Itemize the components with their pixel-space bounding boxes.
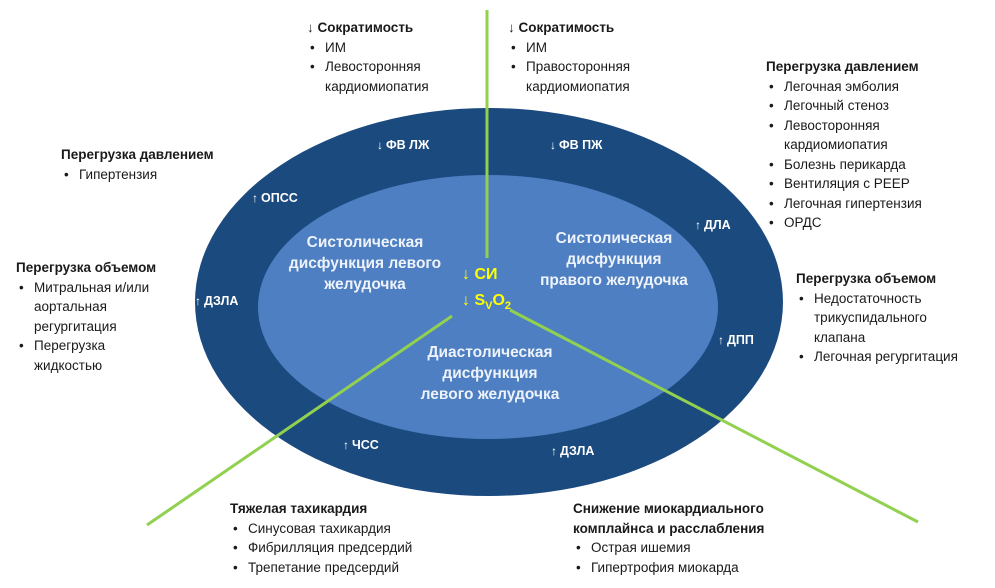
lv-systolic-line-2: дисфункция левого — [288, 255, 442, 272]
list-item: Левосторонняя кардиомиопатия — [307, 57, 482, 96]
list-item: ИМ — [307, 38, 482, 58]
list-item: ОРДС — [766, 213, 966, 233]
up-arrow-icon: ↑ — [195, 294, 201, 308]
svo2-s: S — [474, 292, 486, 309]
lv-diastolic-line-3: левого желудочка — [420, 386, 560, 403]
list-item: Легочная регургитация — [796, 347, 986, 367]
svo2-label: ↓ SVO2 — [462, 292, 511, 312]
pressure-overload-left-list: Гипертензия — [61, 165, 251, 185]
list-item: Правосторонняя кардиомиопатия — [508, 57, 683, 96]
opss-text: ОПСС — [261, 191, 298, 205]
down-arrow-icon: ↓ — [377, 138, 383, 152]
list-item: Гипертрофия миокарда — [573, 558, 798, 578]
up-arrow-icon: ↑ — [695, 218, 701, 232]
lv-diastolic-line-1: Диастолическая — [427, 344, 553, 361]
compliance-reduction-block: Снижение миокардиального комплайнса и ра… — [573, 499, 798, 577]
rv-systolic-line-1: Систолическая — [555, 230, 673, 247]
cardiac-index-text: СИ — [474, 266, 498, 283]
up-arrow-icon: ↑ — [718, 333, 724, 347]
down-arrow-icon: ↓ — [462, 266, 470, 283]
list-item: Вентиляция с PEEP — [766, 174, 966, 194]
list-item: Левосторонняя кардиомиопатия — [766, 116, 934, 155]
volume-overload-left-block: Перегрузка объемом Митральная и/или аорт… — [16, 258, 181, 375]
list-item: Фибрилляция предсердий — [230, 538, 450, 558]
list-item: Трепетание предсердий — [230, 558, 450, 578]
severe-tachycardia-block: Тяжелая тахикардия Синусовая тахикардия … — [230, 499, 450, 577]
divider-line-bottom-right — [509, 308, 919, 524]
contractility-left-title: ↓ Сократимость — [307, 18, 482, 38]
list-item: Синусовая тахикардия — [230, 519, 450, 539]
down-arrow-icon: ↓ — [550, 138, 556, 152]
up-arrow-icon: ↑ — [343, 438, 349, 452]
list-item: Гипертензия — [61, 165, 251, 185]
list-item: Митральная и/или аортальная регургитация — [16, 278, 164, 337]
contractility-right-title-text: Сократимость — [518, 20, 615, 35]
svo2-o: O — [492, 292, 505, 309]
up-arrow-icon: ↑ — [252, 191, 258, 205]
divider-line-bottom-left — [146, 314, 453, 527]
contractility-right-title: ↓ Сократимость — [508, 18, 683, 38]
list-item: Легочная эмболия — [766, 77, 966, 97]
dla-text: ДЛА — [704, 218, 731, 232]
list-item: Перегрузка жидкостью — [16, 336, 144, 375]
rv-ejection-fraction-label: ↓ФВ ПЖ — [550, 138, 602, 152]
svo2-subscript-2: 2 — [504, 300, 512, 313]
lv-systolic-line-3: желудочка — [324, 276, 406, 293]
rv-systolic-line-3: правого желудочка — [540, 272, 688, 289]
svo2-subscript-v: V — [485, 300, 493, 313]
pcwp-bottom-label: ↑ДЗЛА — [551, 444, 594, 458]
lv-systolic-dysfunction-label: Систолическая дисфункция левого желудочк… — [283, 232, 447, 295]
down-arrow-icon: ↓ — [307, 20, 314, 35]
compliance-reduction-title: Снижение миокардиального комплайнса и ра… — [573, 501, 765, 536]
list-item: Легочная гипертензия — [766, 194, 966, 214]
fv-pzh-text: ФВ ПЖ — [559, 138, 603, 152]
volume-overload-left-list: Митральная и/или аортальная регургитация… — [16, 278, 181, 376]
rv-systolic-dysfunction-label: Систолическая дисфункция правого желудоч… — [524, 228, 704, 291]
volume-overload-right-list: Недостаточность трикуспидального клапана… — [796, 289, 986, 367]
compliance-reduction-list: Острая ишемия Гипертрофия миокарда — [573, 538, 798, 577]
inner-ellipse — [258, 175, 718, 439]
pressure-overload-right-list: Легочная эмболия Легочный стеноз Левосто… — [766, 77, 966, 233]
volume-overload-right-title: Перегрузка объемом — [796, 271, 937, 286]
pressure-overload-left-block: Перегрузка давлением Гипертензия — [61, 145, 251, 184]
pressure-overload-right-title: Перегрузка давлением — [766, 59, 919, 74]
heart-rate-label: ↑ЧСС — [343, 438, 379, 452]
pressure-overload-left-title: Перегрузка давлением — [61, 147, 214, 162]
down-arrow-icon: ↓ — [508, 20, 515, 35]
dzla-left-text: ДЗЛА — [204, 294, 239, 308]
contractility-left-block: ↓ Сократимость ИМ Левосторонняя кардиоми… — [307, 18, 482, 96]
severe-tachycardia-list: Синусовая тахикардия Фибрилляция предсер… — [230, 519, 450, 578]
contractility-right-list: ИМ Правосторонняя кардиомиопатия — [508, 38, 683, 97]
svr-label: ↑ОПСС — [252, 191, 298, 205]
down-arrow-icon: ↓ — [462, 292, 470, 309]
dzla-bottom-text: ДЗЛА — [560, 444, 595, 458]
contractility-right-block: ↓ Сократимость ИМ Правосторонняя кардиом… — [508, 18, 683, 96]
list-item: ИМ — [508, 38, 683, 58]
pcwp-left-label: ↑ДЗЛА — [195, 294, 238, 308]
pap-label: ↑ДЛА — [695, 218, 731, 232]
list-item: Недостаточность трикуспидального клапана — [796, 289, 959, 348]
list-item: Острая ишемия — [573, 538, 798, 558]
contractility-left-list: ИМ Левосторонняя кардиомиопатия — [307, 38, 482, 97]
lv-diastolic-dysfunction-label: Диастолическая дисфункция левого желудоч… — [400, 342, 580, 405]
severe-tachycardia-title: Тяжелая тахикардия — [230, 501, 368, 516]
fv-lzh-text: ФВ ЛЖ — [386, 138, 430, 152]
rv-systolic-line-2: дисфункция — [566, 251, 662, 268]
chss-text: ЧСС — [352, 438, 379, 452]
dpp-text: ДПП — [727, 333, 754, 347]
lv-diastolic-line-2: дисфункция — [442, 365, 538, 382]
up-arrow-icon: ↑ — [551, 444, 557, 458]
volume-overload-left-title: Перегрузка объемом — [16, 260, 157, 275]
rap-label: ↑ДПП — [718, 333, 754, 347]
volume-overload-right-block: Перегрузка объемом Недостаточность трику… — [796, 269, 986, 367]
cardiac-index-label: ↓ СИ — [462, 266, 498, 284]
list-item: Болезнь перикарда — [766, 155, 966, 175]
list-item: Легочный стеноз — [766, 96, 966, 116]
lv-ejection-fraction-label: ↓ФВ ЛЖ — [377, 138, 429, 152]
contractility-left-title-text: Сократимость — [317, 20, 414, 35]
lv-systolic-line-1: Систолическая — [306, 234, 424, 251]
pressure-overload-right-block: Перегрузка давлением Легочная эмболия Ле… — [766, 57, 966, 233]
